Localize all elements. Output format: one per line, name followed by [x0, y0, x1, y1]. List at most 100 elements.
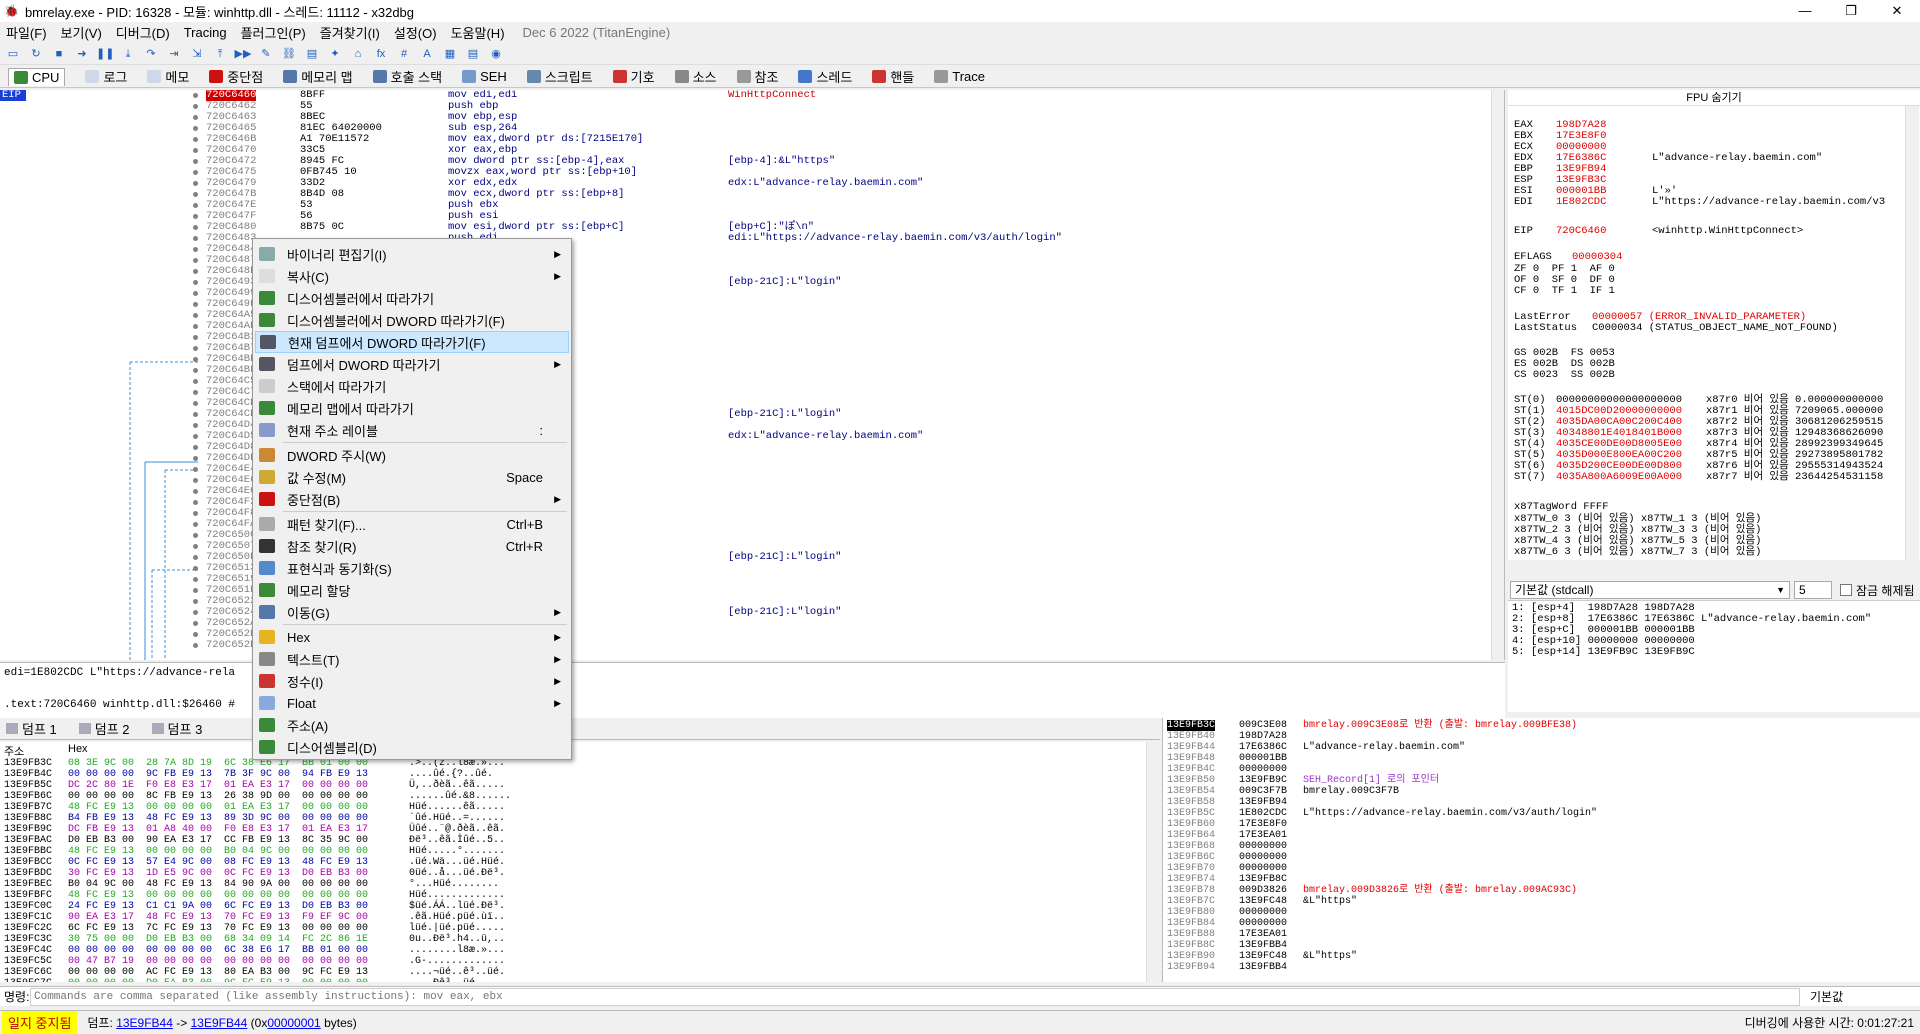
- breakpoint-dot[interactable]: [193, 566, 198, 571]
- breakpoint-dot[interactable]: [193, 236, 198, 241]
- breakpoint-dot[interactable]: [193, 225, 198, 230]
- segment-row[interactable]: CS 0023 SS 002B: [1514, 369, 1615, 381]
- stack-arg-row[interactable]: 2: [esp+8] 17E6386C 17E6386C L"advance-r…: [1512, 613, 1872, 625]
- disasm-scrollbar[interactable]: [1491, 90, 1504, 660]
- stack-arg-row[interactable]: 1: [esp+4] 198D7A28 198D7A28: [1512, 602, 1695, 614]
- breakpoint-dot[interactable]: [193, 192, 198, 197]
- breakpoint-dot[interactable]: [193, 434, 198, 439]
- dump-to-link[interactable]: 13E9FB44: [190, 1015, 248, 1030]
- tagword-row[interactable]: x87TW_2 3 (비어 있음) x87TW_3 3 (비어 있음): [1514, 524, 1762, 536]
- breakpoint-dot[interactable]: [193, 302, 198, 307]
- breakpoint-dot[interactable]: [193, 170, 198, 175]
- pause-icon[interactable]: ❚❚: [96, 47, 115, 60]
- breakpoint-dot[interactable]: [193, 390, 198, 395]
- tab-6[interactable]: SEH: [462, 69, 507, 84]
- context-item-alloc[interactable]: 메모리 할당: [255, 579, 569, 601]
- step-out-icon[interactable]: ⤒: [217, 47, 223, 60]
- segment-row[interactable]: ES 002B DS 002B: [1514, 358, 1615, 370]
- breakpoint-dot[interactable]: [193, 280, 198, 285]
- context-item-breakpoint[interactable]: 중단점(B)▶: [255, 488, 569, 510]
- command-type-select[interactable]: 기본값: [1810, 990, 1844, 1004]
- clipboard-icon[interactable]: ▤: [306, 47, 318, 60]
- breakpoint-dot[interactable]: [193, 522, 198, 527]
- breakpoint-dot[interactable]: [193, 115, 198, 120]
- maximize-button[interactable]: ❐: [1845, 3, 1857, 18]
- breakpoint-dot[interactable]: [193, 544, 198, 549]
- breakpoint-dot[interactable]: [193, 126, 198, 131]
- open-icon[interactable]: ▭: [7, 47, 19, 60]
- dump-row[interactable]: 13E9FC7C00 00 00 00 D0 EA B3 00 9C FC E9…: [4, 978, 1104, 982]
- context-item-binoculars[interactable]: 참조 찾기(R)Ctrl+R: [255, 535, 569, 557]
- breakpoint-dot[interactable]: [193, 181, 198, 186]
- context-item-disassembly[interactable]: 디스어셈블리(D): [255, 736, 569, 758]
- animate-icon[interactable]: ▶▶: [234, 47, 252, 60]
- tagword-row[interactable]: x87TW_6 3 (비어 있음) x87TW_7 3 (비어 있음): [1514, 546, 1762, 558]
- tab-9[interactable]: 소스: [674, 67, 717, 86]
- breakpoint-dot[interactable]: [193, 621, 198, 626]
- context-item-find-pattern[interactable]: 패턴 찾기(F)...Ctrl+B: [255, 513, 569, 535]
- context-item-float[interactable]: Float▶: [255, 692, 569, 714]
- context-item-stack-follow[interactable]: 스택에서 따라가기: [255, 375, 569, 397]
- stack-arg-row[interactable]: 3: [esp+C] 000001BB 000001BB: [1512, 624, 1695, 636]
- hash-icon[interactable]: #: [400, 47, 408, 60]
- breakpoint-dot[interactable]: [193, 269, 198, 274]
- breakpoint-dot[interactable]: [193, 324, 198, 329]
- script-icon[interactable]: ✦: [330, 47, 340, 60]
- log-icon[interactable]: ▦: [444, 47, 456, 60]
- menu-item-3[interactable]: Tracing: [183, 24, 227, 40]
- breakpoint-dot[interactable]: [193, 313, 198, 318]
- breakpoint-dot[interactable]: [193, 533, 198, 538]
- dump-size-link[interactable]: 00000001: [267, 1015, 321, 1030]
- run-to-user-icon[interactable]: ⇥: [169, 47, 179, 60]
- context-item-address[interactable]: 주소(A): [255, 714, 569, 736]
- menu-item-6[interactable]: 설정(O): [393, 25, 437, 41]
- context-item-disasm-dword[interactable]: 디스어셈블러에서 DWORD 따라가기(F): [255, 309, 569, 331]
- step-over-icon[interactable]: ↷: [146, 47, 156, 60]
- breakpoint-dot[interactable]: [193, 148, 198, 153]
- globe-icon[interactable]: ◉: [491, 47, 501, 60]
- context-item-label[interactable]: 현재 주소 레이블:: [255, 419, 569, 441]
- breakpoint-dot[interactable]: [193, 291, 198, 296]
- notes-icon[interactable]: ▤: [467, 47, 479, 60]
- breakpoint-dot[interactable]: [193, 401, 198, 406]
- context-item-disasm-follow[interactable]: 디스어셈블러에서 따라가기: [255, 287, 569, 309]
- disasm-row[interactable]: 720C64D4: [0, 420, 1490, 431]
- breakpoint-dot[interactable]: [193, 93, 198, 98]
- breakpoint-dot[interactable]: [193, 577, 198, 582]
- tab-5[interactable]: 호출 스택: [372, 67, 442, 86]
- flags-row[interactable]: OF 0 SF 0 DF 0: [1514, 274, 1615, 286]
- step-into-icon[interactable]: ⤓: [125, 47, 131, 60]
- breakpoint-dot[interactable]: [193, 445, 198, 450]
